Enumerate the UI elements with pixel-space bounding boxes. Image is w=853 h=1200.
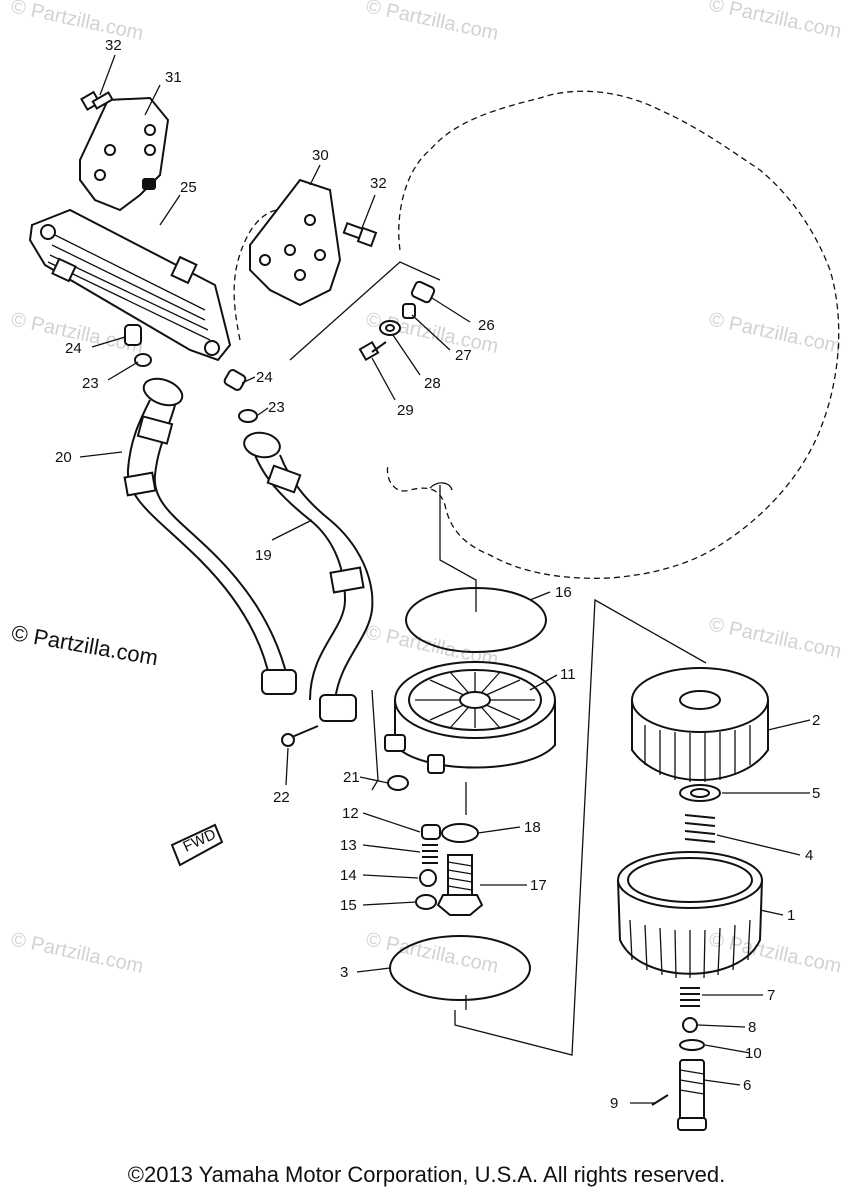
callout-23: 23	[82, 375, 99, 392]
callout-18: 18	[524, 819, 541, 836]
callout-23: 23	[268, 399, 285, 416]
center-bolt-17	[436, 854, 484, 916]
engine-dowel-mark	[429, 482, 453, 491]
callout-12: 12	[342, 805, 359, 822]
watermark-text: © Partzilla.com	[9, 0, 145, 45]
hose-20	[123, 377, 297, 695]
leader-bracket-bottom	[454, 598, 707, 1056]
seat-15	[415, 894, 437, 910]
callout-24: 24	[256, 369, 273, 386]
filter-element-2	[631, 667, 769, 782]
oring-23b	[238, 409, 258, 423]
callout-6: 6	[743, 1077, 751, 1094]
spring-13	[422, 844, 438, 864]
watermark-text: © Partzilla.com	[707, 0, 843, 43]
filter-cover-1	[617, 851, 763, 979]
bolt-32a	[80, 90, 114, 111]
callout-7: 7	[767, 987, 775, 1004]
callout-labels: 32 31 25 30 32 26 27 28 29 24 23 24 23 2…	[55, 37, 820, 1112]
callout-13: 13	[340, 837, 357, 854]
oring-23a	[134, 353, 152, 367]
leader-lines	[79, 54, 811, 1104]
callout-5: 5	[812, 785, 820, 802]
watermark-text: © Partzilla.com	[707, 308, 843, 358]
callout-10: 10	[745, 1045, 762, 1062]
mount-leader	[289, 261, 441, 361]
callout-3: 3	[340, 964, 348, 981]
leader-16-engine	[439, 485, 477, 612]
callout-4: 4	[805, 847, 813, 864]
copyright-notice: ©2013 Yamaha Motor Corporation, U.S.A. A…	[127, 1162, 726, 1187]
watermark-text: © Partzilla.com	[364, 0, 500, 45]
bolt-32b	[342, 221, 378, 248]
callout-25: 25	[180, 179, 197, 196]
callout-19: 19	[255, 547, 272, 564]
oil-cooler-25	[28, 208, 232, 362]
spring-4	[684, 814, 716, 843]
callout-17: 17	[530, 877, 547, 894]
bracket-31	[79, 96, 170, 212]
ball-14	[419, 869, 437, 887]
washer-5	[679, 784, 721, 802]
engine-outline	[386, 90, 840, 579]
collar-27	[402, 303, 416, 319]
callout-1: 1	[787, 907, 795, 924]
callout-24: 24	[65, 340, 82, 357]
hose-19	[243, 431, 374, 722]
plug-12	[421, 824, 441, 840]
callout-2: 2	[812, 712, 820, 729]
fitting-24b	[223, 369, 247, 391]
ball-8	[682, 1017, 698, 1033]
callout-14: 14	[340, 867, 357, 884]
oring-10	[679, 1039, 705, 1051]
callout-30: 30	[312, 147, 329, 164]
callout-28: 28	[424, 375, 441, 392]
callout-22: 22	[273, 789, 290, 806]
watermark-text: © Partzilla.com	[9, 928, 145, 978]
watermark-text: © Partzilla.com	[707, 928, 843, 978]
callout-32: 32	[370, 175, 387, 192]
callout-21: 21	[343, 769, 360, 786]
filter-housing-11	[384, 661, 556, 774]
callout-27: 27	[455, 347, 472, 364]
spring-7	[680, 987, 700, 1007]
bracket-30	[249, 178, 342, 307]
callout-20: 20	[55, 449, 72, 466]
callout-26: 26	[478, 317, 495, 334]
grommet-26	[410, 280, 436, 304]
oring-18	[441, 823, 479, 843]
fwd-arrow-icon: FWD	[170, 823, 224, 867]
callout-15: 15	[340, 897, 357, 914]
fitting-24a	[124, 324, 142, 346]
watermark-text: © Partzilla.com	[364, 928, 500, 978]
callout-16: 16	[555, 584, 572, 601]
bolt-22	[281, 725, 319, 747]
callout-11: 11	[560, 666, 576, 683]
callout-32: 32	[105, 37, 122, 54]
oring-21	[387, 775, 409, 791]
bolt-29	[358, 340, 387, 362]
callout-8: 8	[748, 1019, 756, 1036]
leader-bracket-left	[371, 689, 379, 791]
watermark-text: © Partzilla.com	[707, 613, 843, 663]
callout-31: 31	[165, 69, 182, 86]
callout-9: 9	[610, 1095, 618, 1112]
bolt-6	[677, 1059, 707, 1131]
callout-29: 29	[397, 402, 414, 419]
washer-28	[379, 320, 401, 336]
